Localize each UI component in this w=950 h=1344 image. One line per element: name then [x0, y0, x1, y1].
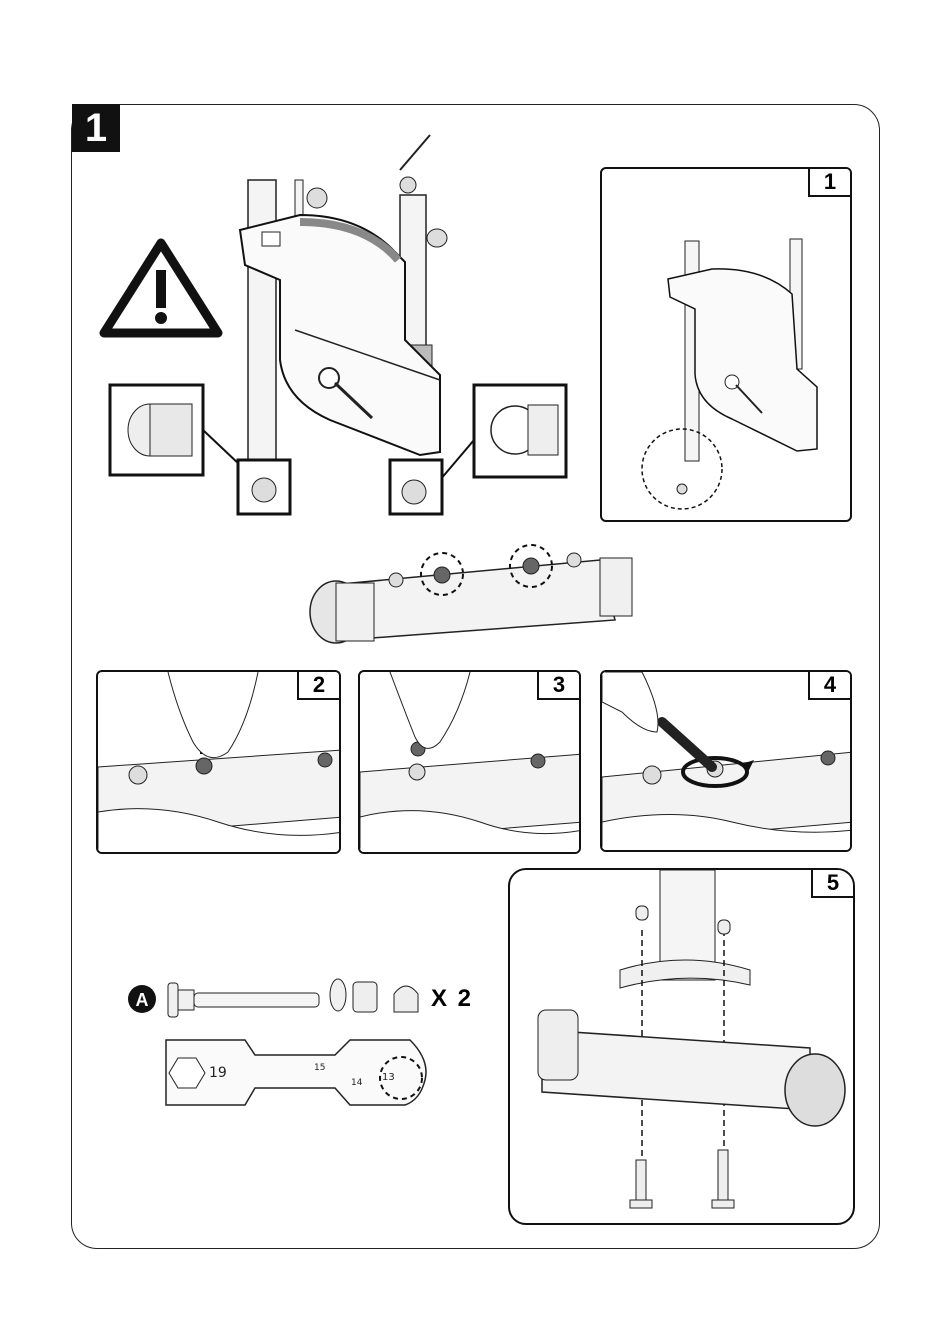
panel-step-1: 1 [600, 167, 852, 522]
panel-step-3: 3 [358, 670, 581, 854]
stabilizer-tube [310, 545, 632, 643]
panel-step-2: 2 [96, 670, 341, 854]
panel-2-illustration [98, 672, 341, 854]
bolt-part: A [128, 979, 418, 1017]
wrench-size-15: 15 [314, 1063, 325, 1073]
panel-4-illustration [602, 672, 852, 852]
panel-3-illustration [360, 672, 581, 854]
quantity-label: X 2 [431, 985, 473, 1013]
wrench-size-13: 13 [382, 1072, 395, 1083]
wrench-size-19: 19 [209, 1065, 227, 1081]
panel-step-4: 4 [600, 670, 852, 852]
panel-step-5: 5 [508, 868, 855, 1225]
warning-icon [104, 243, 218, 333]
wrench-size-14: 14 [351, 1078, 362, 1088]
panel-1-illustration [602, 169, 852, 522]
part-letter: A [136, 990, 149, 1010]
handlebar-post [400, 135, 447, 375]
panel-5-illustration [510, 870, 855, 1225]
